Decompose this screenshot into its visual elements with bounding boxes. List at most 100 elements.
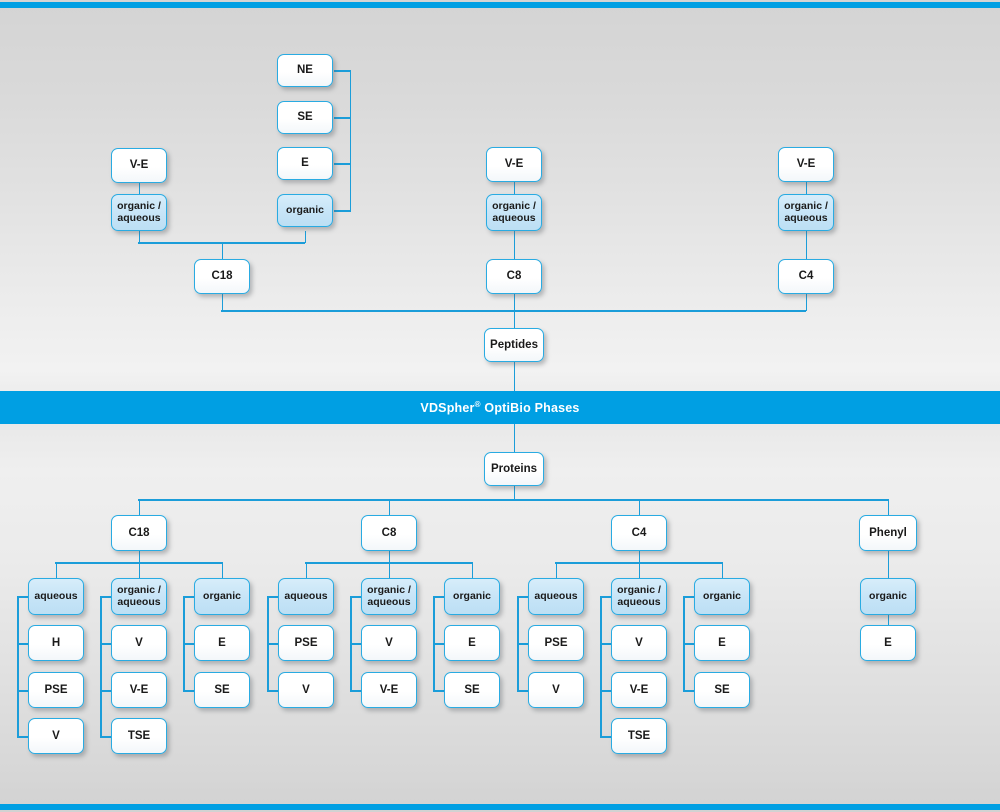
connector-peptides-to-band — [513, 362, 516, 392]
connector-c18-orgaq-spine — [100, 596, 102, 736]
node-c4-aqueous-v[interactable]: V — [528, 672, 584, 708]
node-c8-organic-aqueous[interactable]: organic /aqueous — [361, 578, 417, 615]
node-label: aqueous — [34, 589, 78, 602]
connector-c4-sub-to-orgaq — [638, 562, 641, 578]
node-top-c18-ne[interactable]: NE — [277, 54, 333, 87]
node-label-line2: aqueous — [367, 595, 411, 608]
section-banner: VDSpher® OptiBio Phases — [0, 391, 1000, 424]
node-c18-aqueous-pse[interactable]: PSE — [28, 672, 84, 708]
node-top-c18-se[interactable]: SE — [277, 101, 333, 134]
node-c18-aqueous-h[interactable]: H — [28, 625, 84, 661]
node-top-c8-ve[interactable]: V-E — [486, 147, 542, 182]
node-label: V-E — [379, 683, 399, 696]
node-top-ligand-c8[interactable]: C8 — [486, 259, 542, 294]
node-label: Phenyl — [869, 526, 907, 539]
node-top-ligand-c18[interactable]: C18 — [194, 259, 250, 294]
connector-c18-sub-drop — [138, 551, 141, 563]
node-phenyl-organic-e[interactable]: E — [860, 625, 916, 661]
connector-c8-organic-child2 — [433, 690, 444, 692]
node-label: C8 — [506, 270, 522, 283]
node-bottom-ligand-c4[interactable]: C4 — [611, 515, 667, 551]
node-label: organic — [286, 203, 324, 216]
node-top-c18-e[interactable]: E — [277, 147, 333, 180]
node-top-ligand-c4[interactable]: C4 — [778, 259, 834, 294]
node-label-line1: organic / — [117, 199, 161, 212]
connector-c8-orgaq-spine-stub — [350, 596, 361, 598]
node-c4-aqueous-pse[interactable]: PSE — [528, 625, 584, 661]
connector-c18-to-peptidebus — [221, 293, 224, 311]
node-label: V-E — [504, 158, 524, 171]
node-label-line1: organic / — [367, 583, 411, 596]
connector-c4-aqueous-child2 — [517, 690, 528, 692]
connector-c8-organic-child1 — [433, 643, 444, 645]
node-c18-orgaq-v[interactable]: V — [111, 625, 167, 661]
node-top-c18-organic-aqueous[interactable]: organic /aqueous — [111, 194, 167, 231]
node-top-c8-organic-aqueous[interactable]: organic /aqueous — [486, 194, 542, 231]
node-c18-organic-se[interactable]: SE — [194, 672, 250, 708]
connector-c8-orgaq-child2 — [350, 690, 361, 692]
node-top-c18-ve[interactable]: V-E — [111, 148, 167, 183]
node-label-line2: aqueous — [117, 595, 161, 608]
node-label: Proteins — [490, 462, 537, 475]
node-c18-aqueous-v[interactable]: V — [28, 718, 84, 754]
node-c4-aqueous[interactable]: aqueous — [528, 578, 584, 615]
node-label: V — [635, 636, 643, 649]
node-top-c4-organic-aqueous[interactable]: organic /aqueous — [778, 194, 834, 231]
node-top-c4-ve[interactable]: V-E — [778, 147, 834, 182]
node-c18-organic-aqueous[interactable]: organic /aqueous — [111, 578, 167, 615]
connector-c18-aqueous-child2 — [17, 690, 28, 692]
connector-c4-orgaq-spine — [600, 596, 602, 736]
node-c8-aqueous-pse[interactable]: PSE — [278, 625, 334, 661]
node-c4-organic-aqueous[interactable]: organic /aqueous — [611, 578, 667, 615]
node-label: Peptides — [490, 338, 538, 351]
connector-top-ne-stub — [334, 70, 351, 72]
connector-c18-organic-child1 — [183, 643, 194, 645]
node-c4-organic-e[interactable]: E — [694, 625, 750, 661]
connector-top-right-bus — [349, 70, 352, 211]
node-label: C8 — [381, 526, 397, 539]
node-c18-organic[interactable]: organic — [194, 578, 250, 615]
connector-c18-aqueous-child3 — [17, 736, 28, 738]
node-c18-aqueous[interactable]: aqueous — [28, 578, 84, 615]
node-c8-organic-e[interactable]: E — [444, 625, 500, 661]
connector-c18-orgaq-child3 — [100, 736, 111, 738]
node-label: V-E — [796, 158, 816, 171]
node-label: C4 — [631, 526, 647, 539]
node-label: E — [218, 636, 226, 649]
node-c4-organic-se[interactable]: SE — [694, 672, 750, 708]
connector-c8-sub-to-orgaq — [388, 562, 391, 578]
node-label: TSE — [627, 729, 651, 742]
node-bottom-ligand-c18[interactable]: C18 — [111, 515, 167, 551]
node-c8-orgaq-v[interactable]: V — [361, 625, 417, 661]
banner-registered-icon: ® — [474, 399, 481, 409]
node-label: aqueous — [284, 589, 328, 602]
connector-c8-aqueous-spine-stub — [267, 596, 278, 598]
node-root-peptides[interactable]: Peptides — [484, 328, 544, 362]
connector-c4-sub-to-organic — [721, 562, 724, 578]
node-c8-organic[interactable]: organic — [444, 578, 500, 615]
connector-c4-sub-to-aqueous — [555, 562, 558, 578]
node-label-line1: organic / — [617, 583, 661, 596]
node-label: C4 — [798, 270, 814, 283]
node-c8-aqueous[interactable]: aqueous — [278, 578, 334, 615]
node-c8-aqueous-v[interactable]: V — [278, 672, 334, 708]
node-c8-orgaq-ve[interactable]: V-E — [361, 672, 417, 708]
node-c18-organic-e[interactable]: E — [194, 625, 250, 661]
node-c4-organic[interactable]: organic — [694, 578, 750, 615]
connector-top-c18-orgaq-down — [138, 231, 141, 243]
node-c4-orgaq-tse[interactable]: TSE — [611, 718, 667, 754]
node-bottom-ligand-phenyl[interactable]: Phenyl — [859, 515, 917, 551]
connector-c8-organic-spine-stub — [433, 596, 444, 598]
node-bottom-ligand-c8[interactable]: C8 — [361, 515, 417, 551]
node-root-proteins[interactable]: Proteins — [484, 452, 544, 486]
node-label-line1: organic / — [784, 199, 828, 212]
node-top-c18-organic[interactable]: organic — [277, 194, 333, 227]
node-c18-orgaq-tse[interactable]: TSE — [111, 718, 167, 754]
node-phenyl-organic[interactable]: organic — [860, 578, 916, 615]
node-label: aqueous — [534, 589, 578, 602]
node-c4-orgaq-v[interactable]: V — [611, 625, 667, 661]
node-c18-orgaq-ve[interactable]: V-E — [111, 672, 167, 708]
node-c4-orgaq-ve[interactable]: V-E — [611, 672, 667, 708]
node-c8-organic-se[interactable]: SE — [444, 672, 500, 708]
connector-c8-sub-to-organic — [471, 562, 474, 578]
